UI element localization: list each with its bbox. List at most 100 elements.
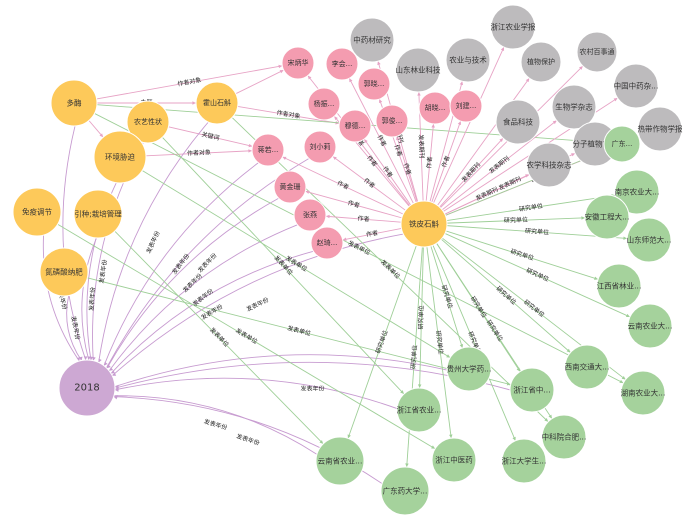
node-gr12[interactable]: 中科院合肥... xyxy=(541,414,587,460)
node-p1[interactable]: 宋炳华 xyxy=(281,46,315,80)
node-circle[interactable] xyxy=(39,247,89,297)
node-g3[interactable]: 山东林业科技 xyxy=(395,47,441,93)
node-g8[interactable]: 食品科技 xyxy=(495,99,541,145)
edge-arrowhead xyxy=(417,384,422,389)
node-circle[interactable] xyxy=(551,84,597,130)
edge-n-nongyi-to-gr11 xyxy=(162,136,405,395)
node-p6[interactable]: 郭俊... xyxy=(375,104,409,138)
node-circle[interactable] xyxy=(576,31,618,73)
node-g4[interactable]: 农业与技术 xyxy=(445,37,491,83)
node-circle[interactable] xyxy=(490,4,536,50)
node-circle[interactable] xyxy=(93,130,147,184)
node-circle[interactable] xyxy=(293,198,327,232)
node-gr1[interactable]: 广东... xyxy=(603,125,641,163)
node-circle[interactable] xyxy=(501,438,547,484)
node-gr14[interactable]: 浙江中医药 xyxy=(431,437,477,483)
node-p4[interactable]: 杨振... xyxy=(307,87,341,121)
node-g7[interactable]: 中国中药杂... xyxy=(613,63,659,109)
node-p12[interactable]: 张燕 xyxy=(293,198,327,232)
node-circle[interactable] xyxy=(627,303,673,349)
node-n-huoshan[interactable]: 霍山石斛 xyxy=(195,81,239,125)
node-circle[interactable] xyxy=(375,104,409,138)
node-circle[interactable] xyxy=(396,387,442,433)
node-circle[interactable] xyxy=(445,37,491,83)
node-circle[interactable] xyxy=(349,17,395,63)
node-circle[interactable] xyxy=(281,46,315,80)
node-circle[interactable] xyxy=(520,41,562,83)
node-g6[interactable]: 农村百事通 xyxy=(576,31,618,73)
node-g1[interactable]: 中药材研究 xyxy=(349,17,395,63)
node-circle[interactable] xyxy=(446,346,492,392)
node-circle[interactable] xyxy=(195,81,239,125)
node-gr10[interactable]: 浙江省中... xyxy=(509,367,555,413)
node-p11[interactable]: 黄金珊 xyxy=(273,170,307,204)
node-n-yinzhong[interactable]: 引种;栽培管理 xyxy=(73,189,123,239)
node-circle[interactable] xyxy=(307,87,341,121)
node-gr13[interactable]: 云南省农业... xyxy=(315,436,365,486)
node-gr15[interactable]: 浙江大学生... xyxy=(501,438,547,484)
edge-label: 作者对象 xyxy=(276,108,301,120)
node-gr16[interactable]: 广东药大学... xyxy=(380,466,430,516)
node-circle[interactable] xyxy=(526,142,572,188)
node-circle[interactable] xyxy=(564,344,610,390)
node-gr6[interactable]: 云南农业大... xyxy=(627,303,673,349)
node-circle[interactable] xyxy=(541,414,587,460)
node-gr11[interactable]: 浙江省农业... xyxy=(396,387,442,433)
node-circle[interactable] xyxy=(596,263,642,309)
node-circle[interactable] xyxy=(338,109,372,143)
node-circle[interactable] xyxy=(310,226,344,260)
node-circle[interactable] xyxy=(303,130,337,164)
node-circle[interactable] xyxy=(357,67,391,101)
node-circle[interactable] xyxy=(495,99,541,145)
edge-n-tiepi-to-p5 xyxy=(363,138,412,206)
node-g5[interactable]: 植物保护 xyxy=(520,41,562,83)
node-p2[interactable]: 李会... xyxy=(325,47,359,81)
node-g2[interactable]: 浙江农业学报 xyxy=(490,4,536,50)
node-gr4[interactable]: 山东师范大... xyxy=(626,217,672,263)
node-circle[interactable] xyxy=(50,79,98,127)
node-circle[interactable] xyxy=(449,89,483,123)
node-circle[interactable] xyxy=(273,170,307,204)
node-circle[interactable] xyxy=(325,47,359,81)
node-circle[interactable] xyxy=(395,47,441,93)
node-circle[interactable] xyxy=(58,359,116,417)
node-n-2018[interactable]: 2018 xyxy=(58,359,116,417)
node-circle[interactable] xyxy=(614,169,660,215)
node-circle[interactable] xyxy=(73,189,123,239)
node-circle[interactable] xyxy=(418,91,452,125)
node-n-duoci[interactable]: 多酶 xyxy=(50,79,98,127)
node-circle[interactable] xyxy=(613,63,659,109)
node-gr9[interactable]: 贵州大学药... xyxy=(446,346,492,392)
node-g12[interactable]: 农学科技杂志 xyxy=(526,142,572,188)
node-p7[interactable]: 胡晓... xyxy=(418,91,452,125)
node-p9[interactable]: 刘小莉 xyxy=(303,130,337,164)
node-circle[interactable] xyxy=(626,217,672,263)
node-circle[interactable] xyxy=(380,466,430,516)
node-circle[interactable] xyxy=(431,437,477,483)
node-gr5[interactable]: 江西省林业... xyxy=(596,263,642,309)
node-n-huanjing[interactable]: 环境胁迫 xyxy=(93,130,147,184)
node-circle[interactable] xyxy=(12,187,62,237)
node-circle[interactable] xyxy=(400,200,448,248)
node-p10[interactable]: 蒋若... xyxy=(251,133,285,167)
node-p8[interactable]: 刘建... xyxy=(449,89,483,123)
node-gr8[interactable]: 湖南农业大... xyxy=(620,370,666,416)
edge-arrowhead xyxy=(98,358,102,363)
node-circle[interactable] xyxy=(126,100,170,144)
node-gr3[interactable]: 安徽工程大... xyxy=(584,194,630,240)
node-circle[interactable] xyxy=(620,370,666,416)
node-gr7[interactable]: 西南交通大... xyxy=(564,344,610,390)
node-p5[interactable]: 穆德... xyxy=(338,109,372,143)
node-circle[interactable] xyxy=(251,133,285,167)
node-circle[interactable] xyxy=(509,367,555,413)
node-n-tiepi[interactable]: 铁皮石斛 xyxy=(400,200,448,248)
node-n-mianyi[interactable]: 免疫调节 xyxy=(12,187,62,237)
node-circle[interactable] xyxy=(603,125,641,163)
node-circle[interactable] xyxy=(584,194,630,240)
node-p3[interactable]: 郭晓... xyxy=(357,67,391,101)
node-circle[interactable] xyxy=(637,106,683,152)
node-p13[interactable]: 赵琦... xyxy=(310,226,344,260)
node-g11[interactable]: 热带作物学报 xyxy=(637,106,683,152)
node-circle[interactable] xyxy=(315,436,365,486)
node-n-feiqi[interactable]: 氮磷酸纳肥 xyxy=(39,247,89,297)
